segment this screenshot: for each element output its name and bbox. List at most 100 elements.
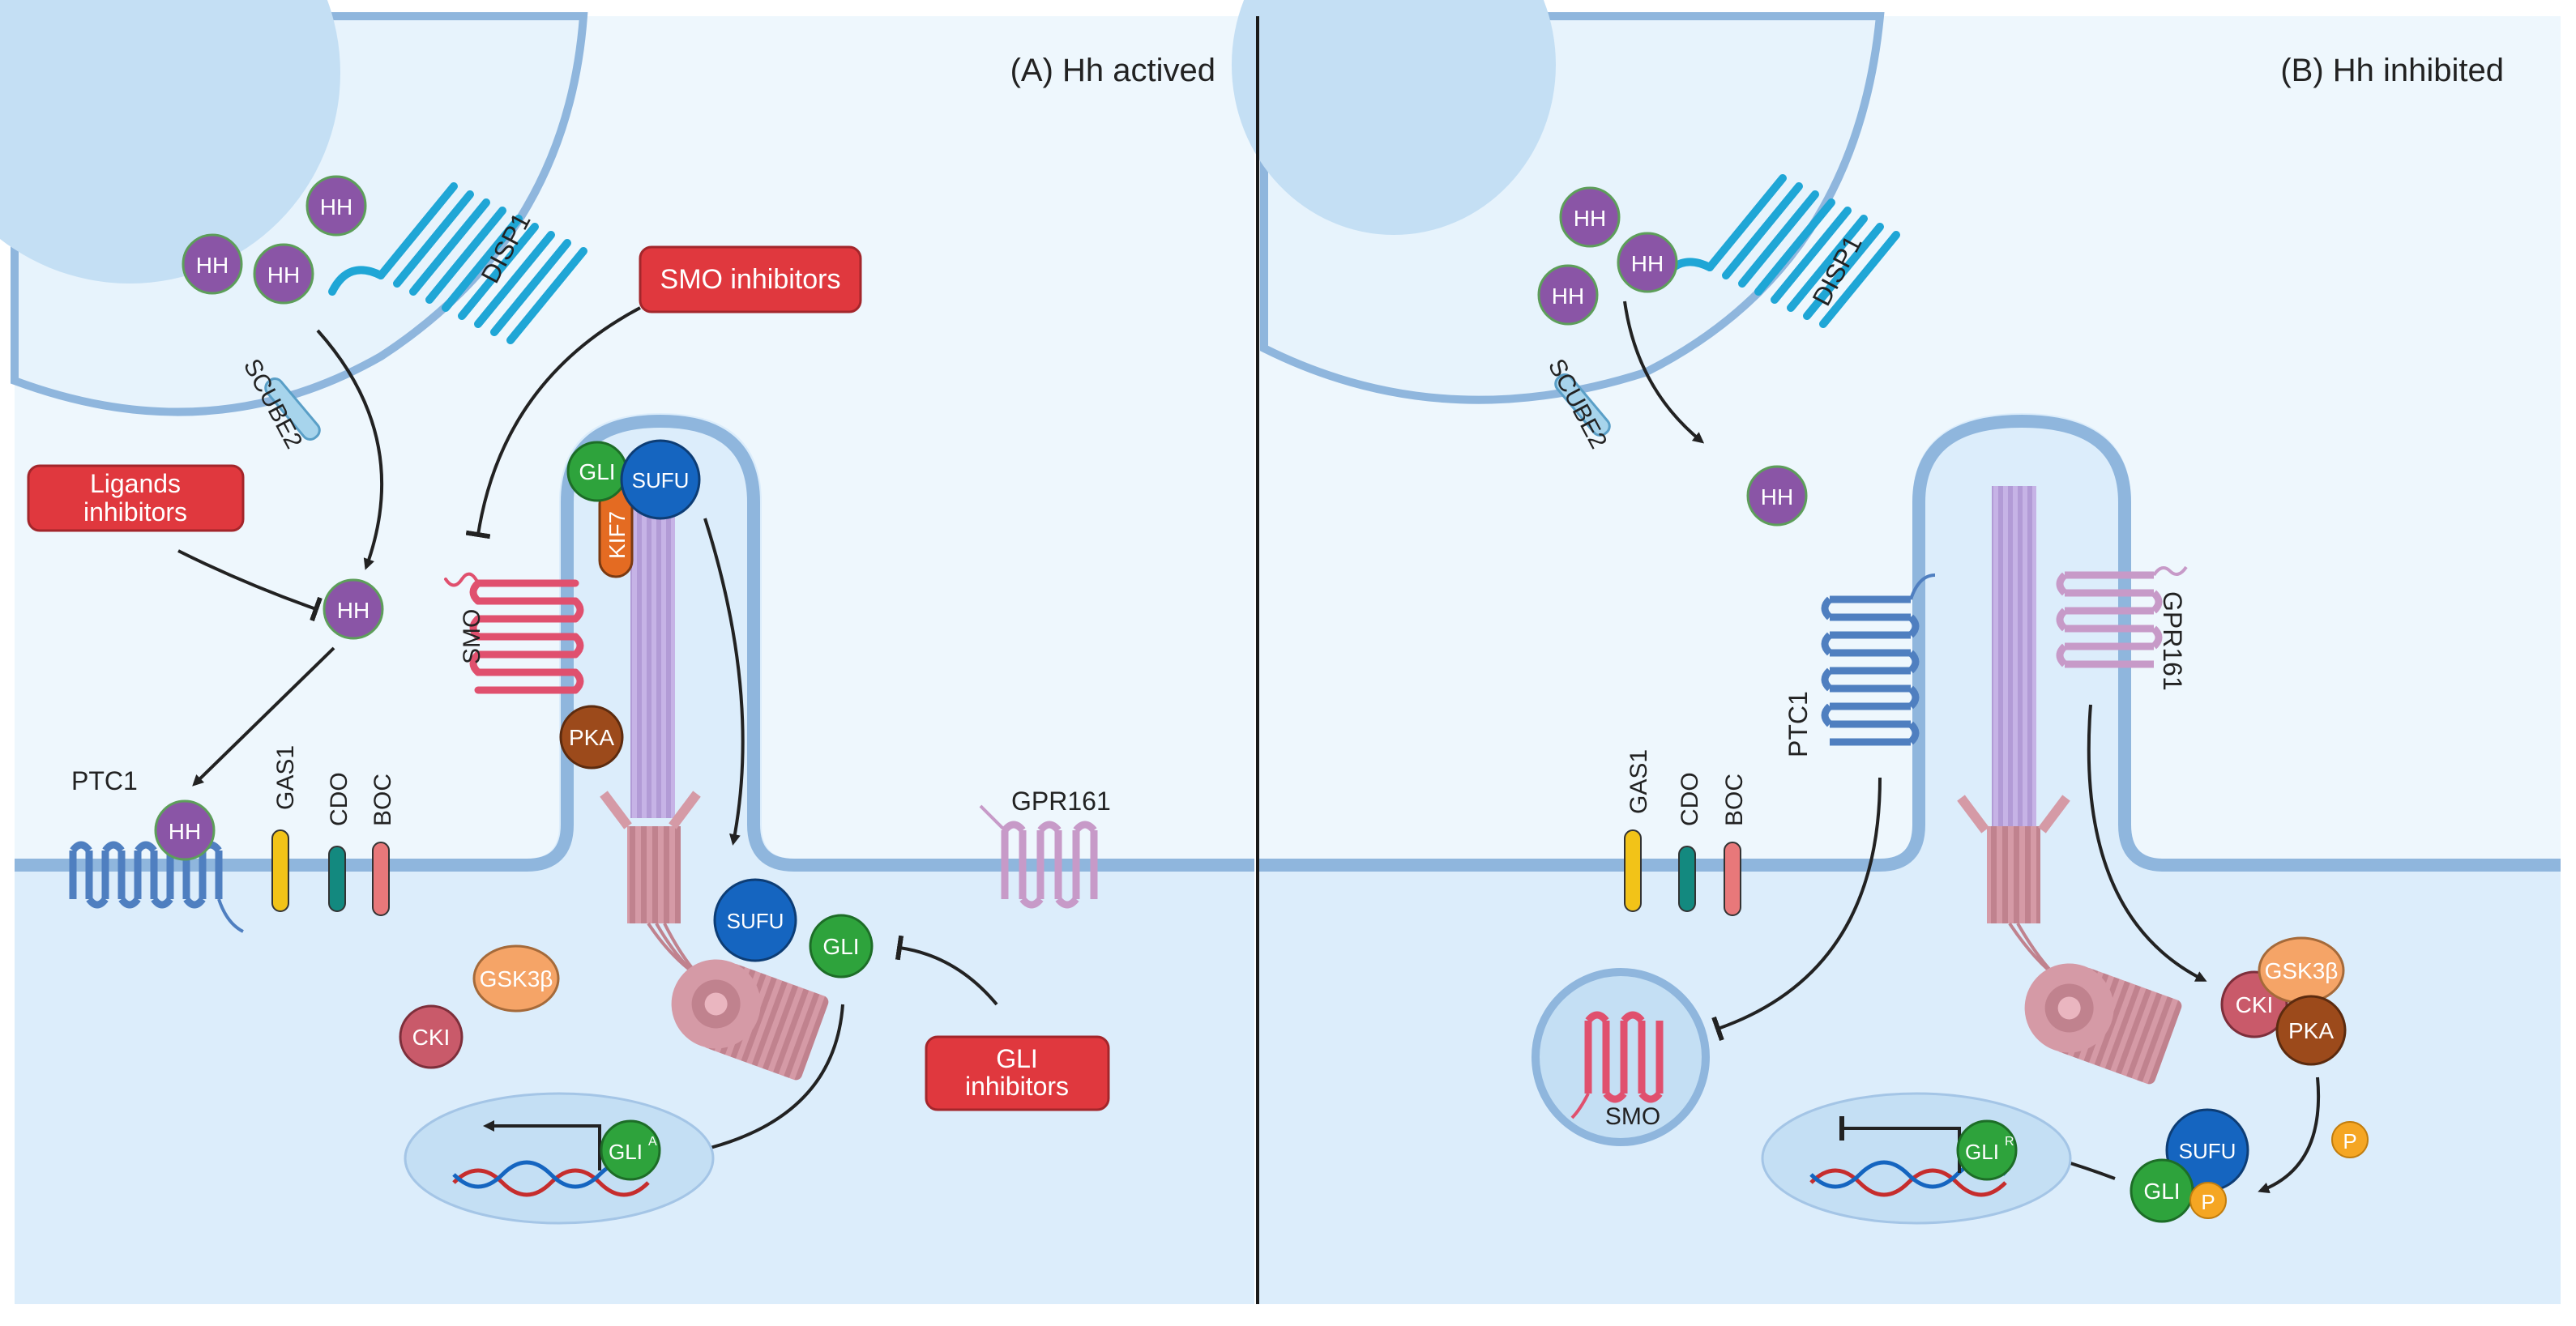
sufu-tip-a: SUFU: [620, 439, 701, 520]
hh-ligand-b3: HH: [1537, 264, 1599, 326]
ptc1-label-b: PTC1: [1784, 691, 1813, 757]
svg-text:SUFU: SUFU: [632, 468, 690, 492]
svg-text:HH: HH: [267, 262, 300, 288]
boc-a: [372, 842, 390, 916]
cdo-b: [1678, 846, 1696, 912]
basal-body-a: [627, 826, 681, 923]
nucleus-a: GLI A: [404, 1092, 715, 1225]
cilium-axoneme-a: [630, 470, 675, 818]
gli-inhibitors-box: GLI inhibitors: [925, 1035, 1110, 1111]
gli-repressor-label: GLI: [1965, 1140, 1999, 1164]
cki-a: CKI: [399, 1004, 464, 1069]
svg-text:Ligands: Ligands: [90, 469, 181, 498]
hh-ligand-a4: HH: [323, 578, 384, 640]
ptc1-label-a: PTC1: [71, 766, 138, 795]
svg-text:CKI: CKI: [2236, 992, 2274, 1017]
ptc1-receptor-b: [1821, 573, 1936, 746]
gli-b: GLI: [2130, 1158, 2194, 1223]
gas1-label-a: GAS1: [272, 745, 299, 810]
boc-b: [1724, 842, 1741, 916]
arrow-sufu-gli-dissociate: [703, 518, 745, 846]
ligands-inhibitors-box: Ligands inhibitors: [27, 464, 245, 532]
gas1-b: [1624, 829, 1642, 912]
gli-repressor-superscript: R: [2005, 1135, 2014, 1149]
gli-activator-label: GLI: [609, 1140, 643, 1164]
hh-ligand-a1: HH: [305, 175, 367, 237]
phosphate-gli-b: P: [2189, 1182, 2227, 1219]
svg-text:inhibitors: inhibitors: [83, 497, 187, 527]
svg-text:GSK3β: GSK3β: [480, 966, 553, 991]
smo-label-b: SMO: [1605, 1103, 1660, 1130]
svg-text:SUFU: SUFU: [727, 909, 784, 933]
cdo-a: [328, 846, 346, 912]
svg-text:SMO inhibitors: SMO inhibitors: [660, 264, 841, 295]
arrow-hh-release-b: [1623, 301, 1705, 444]
svg-text:inhibitors: inhibitors: [965, 1072, 1069, 1101]
mother-centriole-b: [2024, 963, 2182, 1085]
hh-ligand-a3: HH: [253, 243, 314, 305]
smo-receptor-a: [444, 572, 584, 694]
svg-text:PKA: PKA: [569, 725, 614, 750]
inhibit-gli: [895, 935, 998, 1006]
hh-ligand-a2: HH: [182, 233, 243, 295]
panel-b-title: (B) Hh inhibited: [2280, 53, 2504, 88]
boc-label-a: BOC: [370, 774, 396, 826]
inhibit-smo: [465, 306, 641, 539]
svg-text:GLI: GLI: [996, 1044, 1038, 1073]
svg-text:KIF7: KIF7: [604, 511, 630, 559]
nucleus-secreting-a: [0, 0, 340, 284]
svg-text:GLI: GLI: [2143, 1179, 2180, 1204]
scube2-b: [1554, 373, 1611, 437]
hh-ligand-b2: HH: [1617, 232, 1678, 293]
disp1-transporter-a: [328, 182, 587, 344]
sufu-b: SUFU: [2165, 1108, 2249, 1192]
nucleus-secreting-b: [1232, 0, 1556, 235]
hh-bound-ptc1-a: HH: [154, 799, 216, 861]
nucleus-b: GLI R: [1761, 1092, 2072, 1225]
inhibit-ligands: [177, 549, 323, 622]
mother-centriole-a: [671, 959, 829, 1081]
pka-a: PKA: [559, 705, 624, 770]
smo-label-a: SMO: [459, 609, 485, 664]
arrow-gpr161-kinases: [2087, 704, 2207, 982]
svg-text:HH: HH: [169, 819, 201, 844]
basal-body-b: [1987, 826, 2040, 923]
gas1-label-b: GAS1: [1625, 749, 1652, 814]
svg-text:HH: HH: [337, 598, 370, 623]
arrow-hh-release: [316, 329, 384, 570]
svg-text:P: P: [2343, 1129, 2356, 1153]
arrow-phosphorylation: [2258, 1077, 2321, 1194]
hh-ligand-b4: HH: [1746, 465, 1808, 527]
svg-text:GLI: GLI: [822, 934, 859, 959]
phosphate-free-b: P: [2331, 1121, 2369, 1158]
svg-text:PKA: PKA: [2288, 1018, 2334, 1043]
gsk3b-b: GSK3β: [2258, 936, 2345, 1004]
cdo-label-a: CDO: [326, 772, 352, 826]
gas1-a: [271, 829, 289, 912]
inhibit-ptc1-smo: [1711, 777, 1882, 1042]
gli-free-a: GLI: [809, 914, 874, 979]
gli-activator-superscript: A: [648, 1135, 657, 1149]
cdo-label-b: CDO: [1677, 772, 1703, 826]
arrow-gli-to-nucleus: [698, 1004, 844, 1154]
gpr161-a: [979, 804, 1098, 909]
smo-vesicle-b: SMO: [1532, 968, 1710, 1146]
cilium-axoneme-b: [1992, 486, 2036, 826]
sufu-free-a: SUFU: [713, 878, 797, 962]
svg-text:HH: HH: [320, 194, 352, 220]
svg-text:HH: HH: [1761, 484, 1793, 510]
gsk3b-a: GSK3β: [472, 944, 560, 1013]
panel-a-title: (A) Hh actived: [1010, 53, 1215, 88]
svg-text:CKI: CKI: [412, 1025, 451, 1050]
plasma-membrane-a: [15, 414, 1254, 872]
svg-text:GLI: GLI: [579, 459, 615, 484]
svg-text:P: P: [2201, 1190, 2215, 1214]
gpr161-b: [2056, 565, 2188, 668]
svg-text:GSK3β: GSK3β: [2265, 958, 2339, 983]
gpr161-label-a: GPR161: [1011, 787, 1111, 816]
boc-label-b: BOC: [1721, 774, 1748, 826]
scube2-a: [264, 377, 321, 441]
svg-text:HH: HH: [196, 253, 229, 278]
plasma-membrane-b: [1256, 414, 2561, 872]
